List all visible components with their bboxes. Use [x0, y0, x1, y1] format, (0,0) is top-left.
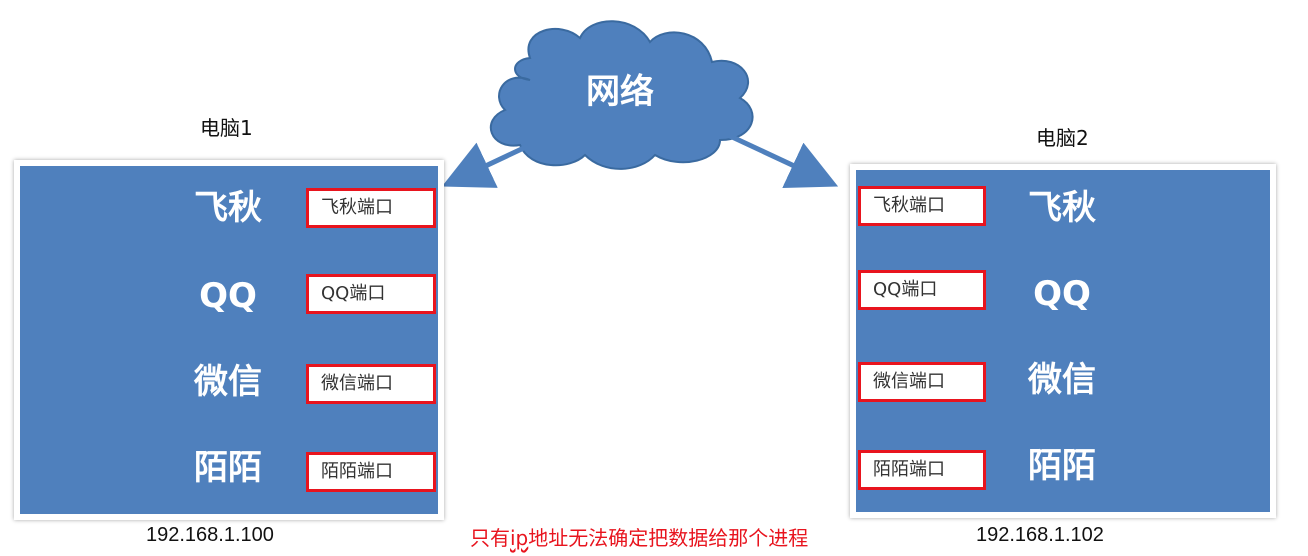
computer2-port: QQ端口 — [858, 270, 986, 310]
note-text-ip: ip — [510, 526, 529, 550]
computer2-port: 陌陌端口 — [858, 450, 986, 490]
arrow-to-pc1 — [441, 142, 530, 188]
computer2-port: 微信端口 — [858, 362, 986, 402]
computer1-app: 陌陌 — [194, 448, 262, 488]
computer1-ip: 192.168.1.100 — [146, 524, 274, 546]
computer2-app: 飞秋 — [1028, 188, 1096, 228]
computer1-port: 陌陌端口 — [306, 452, 436, 492]
computer1-port: 微信端口 — [306, 364, 436, 404]
computer2-port: 飞秋端口 — [858, 186, 986, 226]
computer2-app: 微信 — [1028, 360, 1096, 400]
computer1-app: QQ — [199, 276, 257, 316]
computer2-app: QQ — [1033, 274, 1091, 314]
computer1-app: 飞秋 — [194, 188, 262, 228]
computer1-title: 电脑1 — [200, 116, 253, 140]
cloud-shape — [489, 20, 754, 170]
computer2-ip: 192.168.1.102 — [976, 524, 1104, 546]
cloud-label: 网络 — [586, 72, 654, 112]
computer1-port: QQ端口 — [306, 274, 436, 314]
computer1-port: 飞秋端口 — [306, 188, 436, 228]
explanation-note: 只有ip地址无法确定把数据给那个进程 — [470, 522, 808, 551]
arrow-to-pc2 — [728, 133, 839, 188]
computer1-app: 微信 — [194, 362, 262, 402]
computer2-title: 电脑2 — [1036, 126, 1089, 150]
computer2-app: 陌陌 — [1028, 446, 1096, 486]
note-text-after: 地址无法确定把数据给那个进程 — [528, 526, 809, 550]
note-text-before: 只有 — [470, 526, 510, 550]
